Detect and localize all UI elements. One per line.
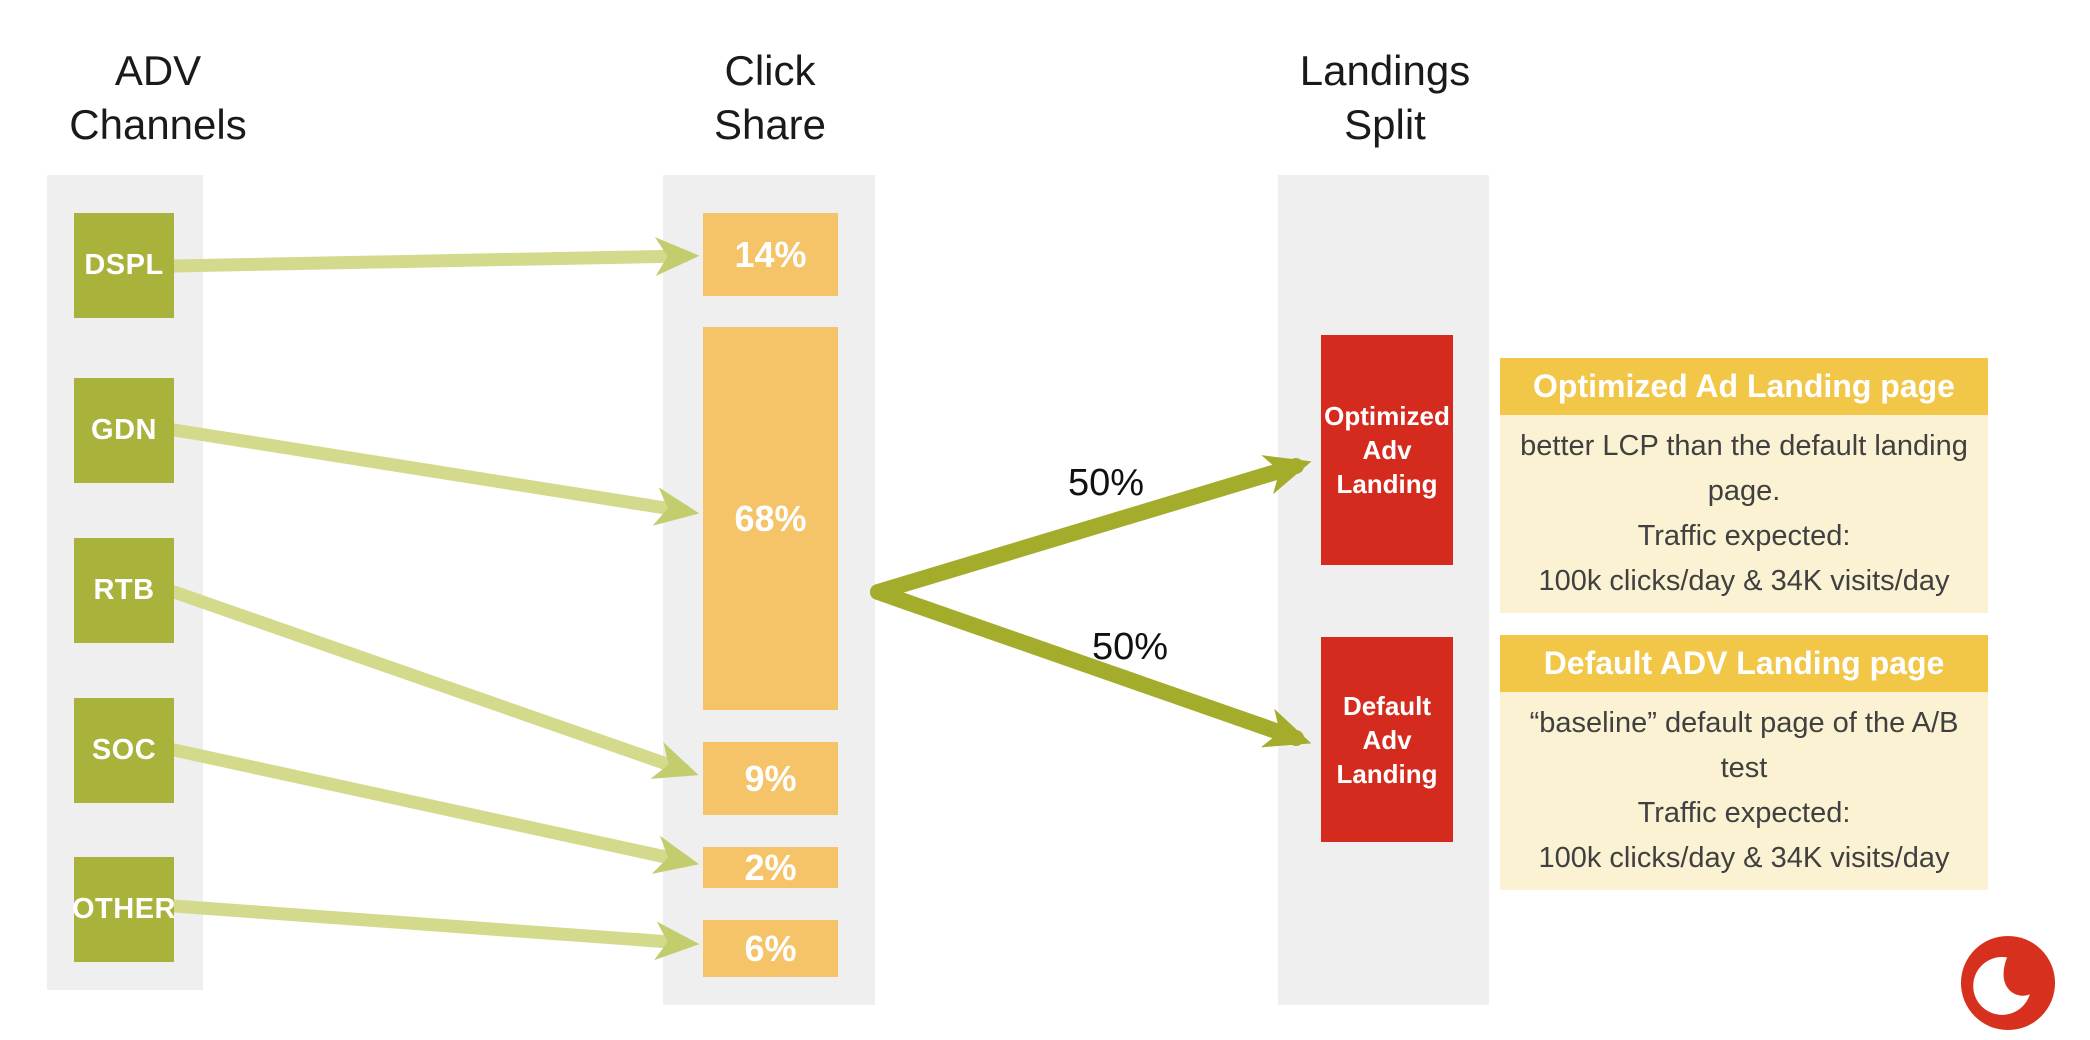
landing-box-optimized: Optimized Adv Landing (1321, 335, 1453, 565)
panel-body-line: “baseline” default page of the A/B test (1529, 707, 1959, 784)
click-share-label: 2% (744, 846, 797, 888)
column-title-click-share: Click Share (610, 44, 930, 152)
column-title-adv-channels: ADV Channels (0, 44, 318, 152)
channel-box-dspl: DSPL (74, 213, 174, 318)
channel-box-other: OTHER (72, 857, 176, 962)
column-title-line: Channels (69, 101, 247, 148)
panel-body: “baseline” default page of the A/B test … (1500, 692, 1988, 890)
click-share-box-9pct: 9% (703, 742, 838, 815)
landing-box-line: Optimized (1324, 401, 1450, 431)
click-share-label: 6% (744, 927, 797, 969)
column-title-line: Click (724, 47, 816, 94)
channel-box-gdn: GDN (74, 378, 174, 483)
split-percent-top: 50% (1067, 462, 1145, 504)
arrow-gdn-to-68pct (167, 423, 700, 526)
column-title-landings-split: Landings Split (1225, 44, 1545, 152)
channel-box-rtb: RTB (74, 538, 174, 643)
landing-box-line: Adv (1362, 435, 1412, 465)
column-title-line: Share (713, 101, 827, 148)
landing-box-line: Landing (1336, 469, 1438, 499)
arrow-dspl-to-14pct (167, 237, 700, 277)
panel-body: better LCP than the default landing page… (1500, 415, 1988, 613)
click-share-label: 14% (734, 233, 807, 275)
channel-box-label: RTB (93, 574, 155, 606)
landing-box-line: Adv (1362, 724, 1412, 755)
channel-box-label: DSPL (84, 249, 164, 281)
arrow-other-to-6pct (167, 899, 700, 961)
arrow-soc-to-2pct (167, 743, 700, 874)
landing-box-default: Default Adv Landing (1321, 637, 1453, 842)
vodafone-logo-icon (1960, 935, 2056, 1031)
click-share-label: 9% (744, 757, 797, 799)
default-landing-panel: Default ADV Landing page “baseline” defa… (1500, 635, 1988, 890)
optimized-landing-panel: Optimized Ad Landing page better LCP tha… (1500, 358, 1988, 613)
channel-box-label: OTHER (72, 893, 176, 925)
channel-box-label: GDN (91, 414, 157, 446)
panel-body-line: better LCP than the default landing page… (1520, 430, 1968, 507)
landing-box-line: Default (1342, 690, 1432, 721)
panel-body-line: Traffic expected: (1637, 520, 1851, 552)
panel-body-line: 100k clicks/day & 34K visits/day (1538, 842, 1950, 874)
column-title-line: Split (1344, 101, 1426, 148)
panel-body-line: 100k clicks/day & 34K visits/day (1538, 565, 1950, 597)
panel-body-line: Traffic expected: (1637, 797, 1851, 829)
arrow-rtb-to-9pct (167, 585, 699, 779)
channel-box-soc: SOC (74, 698, 174, 803)
click-share-box-6pct: 6% (703, 920, 838, 977)
panel-title: Optimized Ad Landing page (1500, 358, 1988, 415)
channel-box-label: SOC (91, 734, 157, 766)
column-title-line: Landings (1299, 47, 1471, 94)
click-share-label: 68% (734, 497, 807, 539)
panel-title: Default ADV Landing page (1500, 635, 1988, 692)
click-share-box-2pct: 2% (703, 847, 838, 888)
split-percent-bottom: 50% (1091, 626, 1169, 668)
column-title-line: ADV (114, 47, 202, 94)
landing-box-line: Landing (1336, 758, 1438, 789)
click-share-box-68pct: 68% (703, 327, 838, 710)
click-share-box-14pct: 14% (703, 213, 838, 296)
landings-split-column-background (1278, 175, 1489, 1005)
